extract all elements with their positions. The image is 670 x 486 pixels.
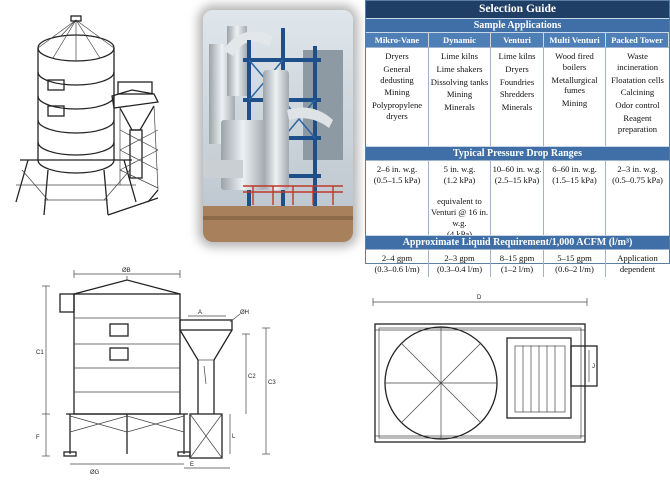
dim-c1-label: C1 bbox=[36, 350, 44, 356]
cell-line: (1.5–15 kPa) bbox=[552, 174, 597, 185]
selection-guide-table: Selection Guide Sample Applications Mikr… bbox=[365, 0, 670, 277]
cell-line: (2.5–15 kPa) bbox=[494, 174, 540, 185]
dim-f-label: F bbox=[36, 435, 40, 441]
cell-line: (0.6–2 l/m) bbox=[555, 263, 594, 274]
isometric-scrubber-drawing bbox=[8, 10, 198, 225]
cell-line: (0.5–0.75 kPa) bbox=[612, 174, 663, 185]
cell-line: Dryers bbox=[385, 51, 409, 61]
dim-j-label: J bbox=[592, 364, 595, 370]
dim-e-label: E bbox=[190, 462, 194, 468]
cell-line: Shredders bbox=[499, 89, 535, 100]
cell-line: Metallurgical fumes bbox=[551, 74, 598, 96]
cell-line: (0.3–0.6 l/m) bbox=[374, 263, 420, 274]
pressure-drop-row: 2–6 in. w.g.(0.5–1.5 kPa) 5 in. w.g.(1.2… bbox=[366, 160, 669, 235]
col-dynamic: Dynamic bbox=[429, 33, 491, 47]
cell-line: 2–6 in. w.g. bbox=[376, 164, 418, 174]
cell-line: 10–60 in. w.g. bbox=[492, 164, 542, 174]
cell-line: Lime kilns bbox=[441, 51, 478, 61]
cell-line: 2–3 in. w.g. bbox=[617, 164, 658, 174]
cell-line: (1.2 kPa) bbox=[443, 174, 476, 185]
col-packed-tower: Packed Tower bbox=[606, 33, 669, 47]
cell-line: Lime kilns bbox=[498, 51, 536, 61]
col-venturi: Venturi bbox=[491, 33, 544, 47]
plant-photo bbox=[203, 10, 353, 242]
cell-line: (1–2 l/m) bbox=[500, 263, 534, 274]
table-cell: 2–4 gpm(0.3–0.6 l/m) bbox=[366, 250, 429, 277]
cell-line: Polypropylene dryers bbox=[371, 100, 423, 121]
cell-line: 5–15 gpm bbox=[557, 253, 592, 263]
cell-line: Floatation cells bbox=[611, 74, 664, 85]
table-cell: 6–60 in. w.g.(1.5–15 kPa) bbox=[544, 161, 606, 235]
cell-line: equivalent to Venturi @ 16 in. w.g. bbox=[430, 196, 489, 228]
cell-line: Odor control bbox=[615, 100, 660, 111]
cell-line: (4 kPa) bbox=[446, 228, 473, 235]
cell-line: Foundries bbox=[499, 76, 535, 87]
table-cell: 8–15 gpm(1–2 l/m) bbox=[491, 250, 544, 277]
table-cell: 5–15 gpm(0.6–2 l/m) bbox=[544, 250, 606, 277]
table-cell: 2–6 in. w.g.(0.5–1.5 kPa) bbox=[366, 161, 429, 235]
cell-line: 2–3 gpm bbox=[444, 253, 475, 263]
guide-title: Selection Guide bbox=[366, 1, 669, 18]
cell-line: Minerals bbox=[444, 102, 475, 113]
cell-line: (0.5–1.5 kPa) bbox=[373, 174, 421, 185]
elevation-drawing: ØB C1 F ØG bbox=[30, 264, 292, 480]
dim-g-label: ØG bbox=[90, 470, 100, 476]
dim-c3-label: C3 bbox=[268, 380, 276, 386]
liquid-requirement-heading: Approximate Liquid Requirement/1,000 ACF… bbox=[366, 235, 669, 249]
col-mikro-vane: Mikro-Vane bbox=[366, 33, 429, 47]
table-cell: 5 in. w.g.(1.2 kPa) equivalent to Ventur… bbox=[429, 161, 491, 235]
dim-d-label: D bbox=[477, 295, 482, 301]
cell-line: Calcining bbox=[620, 87, 655, 98]
dim-h-label: ØH bbox=[240, 310, 249, 316]
cell-line: Lime shakers bbox=[436, 63, 483, 74]
liquid-requirement-row: 2–4 gpm(0.3–0.6 l/m) 2–3 gpm(0.3–0.4 l/m… bbox=[366, 249, 669, 277]
cell-line: 8–15 gpm bbox=[499, 253, 535, 263]
table-cell: 2–3 gpm(0.3–0.4 l/m) bbox=[429, 250, 491, 277]
cell-line: 6–60 in. w.g. bbox=[552, 164, 597, 174]
cell-line: Mining bbox=[446, 89, 473, 100]
cell-line: Reagent preparation bbox=[617, 112, 658, 134]
table-cell: 10–60 in. w.g.(2.5–15 kPa) bbox=[491, 161, 544, 235]
cell-line: Mining bbox=[384, 87, 410, 98]
cell-line: Dissolving tanks bbox=[430, 76, 489, 87]
table-cell: 2–3 in. w.g.(0.5–0.75 kPa) bbox=[606, 161, 669, 235]
pressure-drop-heading: Typical Pressure Drop Ranges bbox=[366, 146, 669, 160]
cell-line: Minerals bbox=[501, 102, 533, 113]
col-multi-venturi: Multi Venturi bbox=[544, 33, 606, 47]
dim-c2-label: C2 bbox=[248, 374, 256, 380]
cell-line: 2–4 gpm bbox=[381, 253, 413, 263]
cell-line: dependent bbox=[619, 263, 656, 274]
cell-line: Mining bbox=[561, 98, 588, 109]
cell-line: Waste incineration bbox=[616, 51, 659, 72]
plan-view-drawing: D J bbox=[365, 290, 610, 450]
dim-l-label: L bbox=[232, 434, 236, 440]
column-headers: Mikro-Vane Dynamic Venturi Multi Venturi… bbox=[366, 32, 669, 47]
cell-line: 5 in. w.g. bbox=[443, 164, 476, 174]
cell-line: Wood fired boilers bbox=[555, 51, 594, 72]
sample-applications-heading: Sample Applications bbox=[366, 18, 669, 32]
dim-a-label: A bbox=[198, 310, 202, 316]
dim-b-label: ØB bbox=[122, 268, 131, 274]
cell-line: Dryers bbox=[505, 63, 529, 74]
cell-line bbox=[429, 186, 490, 197]
cell-line: (0.3–0.4 l/m) bbox=[436, 263, 483, 274]
cell-line: Application bbox=[617, 253, 658, 263]
cell-line: General dedusting bbox=[380, 63, 414, 85]
